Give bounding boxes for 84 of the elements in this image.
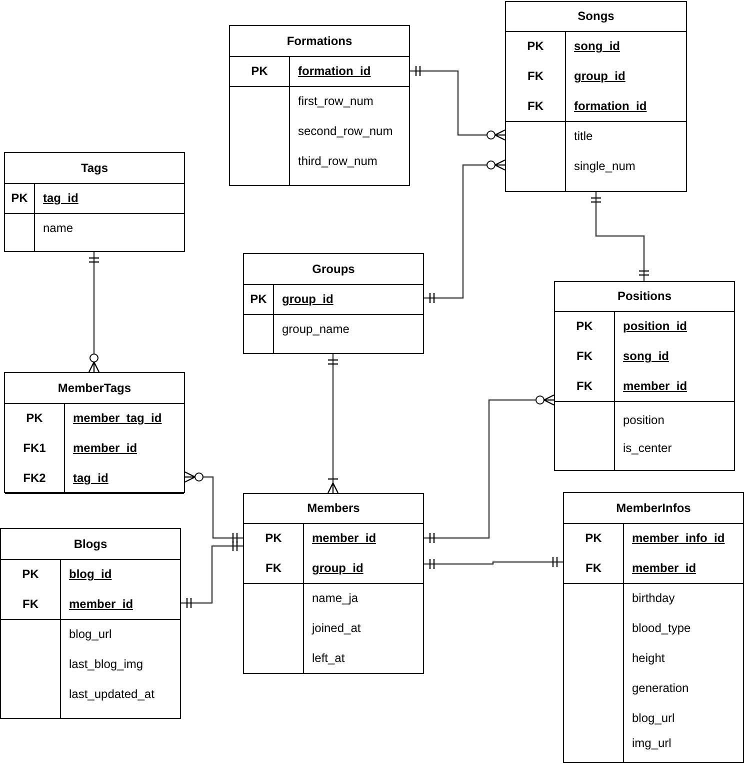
column-name: img_url	[632, 735, 672, 751]
column-name: name	[43, 220, 74, 236]
table-title: Positions	[616, 288, 672, 304]
key-column-name: formation_id	[298, 63, 371, 79]
column-name: birthday	[632, 590, 675, 606]
column-name: first_row_num	[298, 93, 374, 109]
key-column-name: member_id	[623, 378, 688, 394]
key-column-name: group_id	[282, 291, 334, 307]
entity-table	[505, 1, 687, 192]
key-column-name: song_id	[574, 38, 620, 54]
key-label: FK	[576, 378, 594, 394]
relationship-line	[424, 556, 564, 570]
table-title: Formations	[286, 32, 354, 48]
key-column-name: member_id	[73, 440, 138, 456]
column-name: single_num	[574, 158, 636, 174]
key-column-name: member_info_id	[632, 530, 725, 546]
table-title: MemberTags	[56, 380, 132, 396]
key-column-name: tag_id	[73, 470, 108, 486]
key-label: FK	[264, 560, 282, 576]
key-column-name: blog_id	[69, 566, 112, 582]
key-column-name: member_tag_id	[73, 410, 162, 426]
column-name: name_ja	[312, 590, 358, 606]
column-name: last_updated_at	[69, 686, 154, 702]
column-name: last_blog_img	[69, 656, 144, 672]
column-name: is_center	[623, 440, 672, 456]
key-label: PK	[526, 38, 545, 54]
relationship-line	[424, 159, 506, 304]
entity-table	[554, 281, 735, 471]
relationship-line	[424, 394, 555, 544]
key-label: FK	[22, 596, 40, 612]
relationship-line	[180, 540, 244, 609]
relationship-line	[590, 192, 650, 282]
column-name: joined_at	[312, 620, 361, 636]
key-label: PK	[25, 410, 44, 426]
key-label: FK	[526, 98, 544, 114]
column-name: blog_url	[632, 710, 675, 726]
relationship-line	[327, 354, 339, 494]
entity-table	[229, 25, 410, 186]
table-title: MemberInfos	[615, 500, 692, 516]
key-column-name: formation_id	[574, 98, 647, 114]
key-label: FK2	[22, 470, 47, 486]
column-name: title	[574, 128, 593, 144]
entity-table	[4, 372, 185, 493]
key-column-name: song_id	[623, 348, 670, 364]
key-label: FK	[576, 348, 594, 364]
relationship-line	[410, 65, 506, 141]
column-name: group_name	[282, 321, 350, 337]
key-label: FK	[584, 560, 602, 576]
relationship-line	[184, 471, 244, 544]
table-title: Tags	[80, 160, 110, 176]
key-label: PK	[575, 318, 594, 334]
key-label: PK	[10, 190, 29, 206]
table-title: Groups	[311, 260, 356, 276]
relationship-line	[88, 252, 100, 373]
key-label: PK	[250, 63, 269, 79]
entity-table	[0, 528, 181, 719]
key-column-name: position_id	[623, 318, 687, 334]
key-label: PK	[249, 291, 268, 307]
key-column-name: member_id	[69, 596, 134, 612]
key-column-name: member_id	[312, 530, 376, 546]
entity-table	[243, 253, 424, 354]
column-name: left_at	[312, 650, 345, 666]
key-label: PK	[21, 566, 40, 582]
key-label: PK	[264, 530, 283, 546]
table-title: Blogs	[72, 536, 108, 552]
table-title: Songs	[576, 8, 616, 24]
key-label: PK	[584, 530, 603, 546]
column-name: blood_type	[632, 620, 691, 636]
key-label: FK	[526, 68, 544, 84]
entity-table	[563, 492, 744, 763]
table-title: Members	[306, 500, 361, 516]
column-name: blog_url	[69, 626, 112, 642]
key-column-name: group_id	[312, 560, 364, 576]
key-column-name: group_id	[574, 68, 626, 84]
column-name: second_row_num	[298, 123, 393, 139]
key-column-name: tag_id	[43, 190, 78, 206]
key-label: FK1	[22, 440, 47, 456]
key-column-name: member_id	[632, 560, 696, 576]
entity-table	[4, 152, 185, 252]
column-name: third_row_num	[298, 153, 378, 169]
column-name: height	[632, 650, 665, 666]
column-name: position	[623, 412, 664, 428]
column-name: generation	[632, 680, 689, 696]
entity-table	[243, 493, 424, 674]
